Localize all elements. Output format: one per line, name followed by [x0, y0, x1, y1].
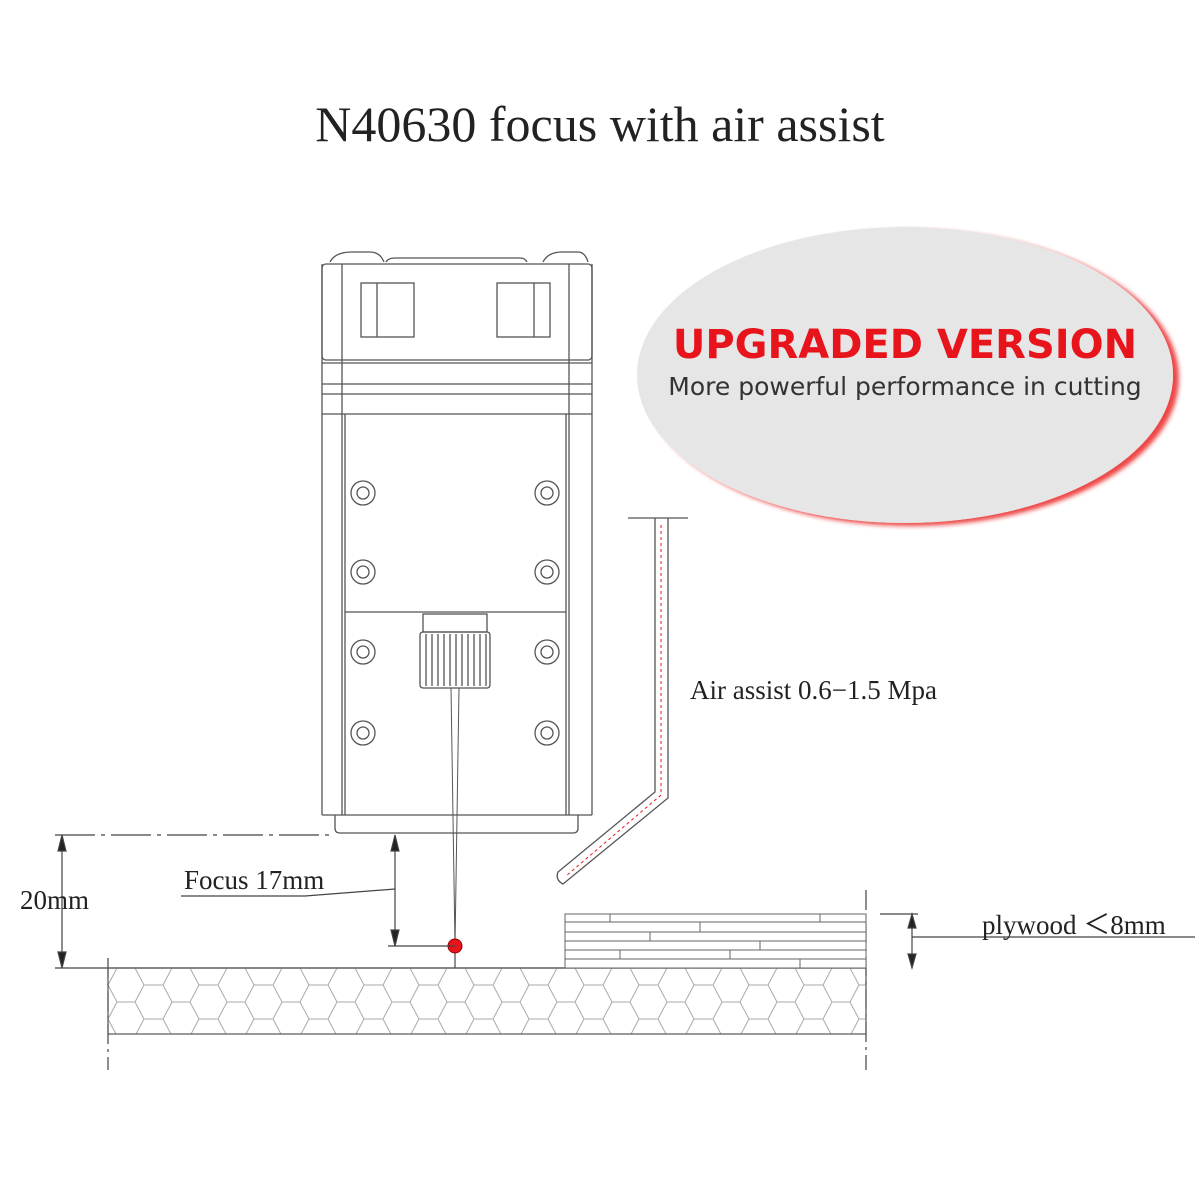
air-assist-label: Air assist 0.6−1.5 Mpa	[690, 675, 937, 705]
air-assist-nozzle	[556, 517, 688, 885]
badge-ellipse	[637, 227, 1173, 523]
page-title: N40630 focus with air assist	[315, 96, 885, 152]
badge-headline: UPGRADED VERSION	[672, 322, 1138, 368]
height-label: 20mm	[20, 885, 90, 915]
focus-label: Focus 17mm	[184, 865, 325, 895]
laser-module	[321, 251, 593, 968]
badge-subtitle: More powerful performance in cutting	[668, 372, 1142, 401]
screw-icons	[350, 480, 560, 746]
plywood-board	[564, 913, 867, 969]
honeycomb-bed	[107, 967, 867, 1035]
plywood-label: plywood ＜8mm	[982, 910, 1166, 940]
